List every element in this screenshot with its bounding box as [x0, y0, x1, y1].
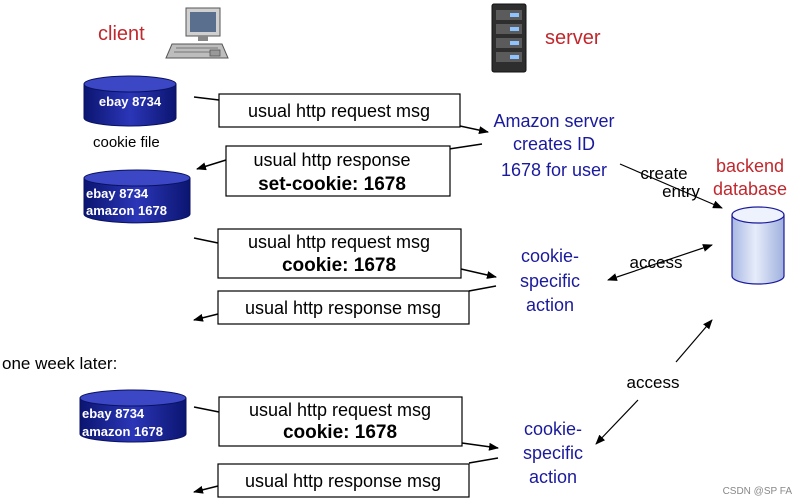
resp1-box: [225, 145, 451, 197]
amazon-note-line2: creates ID: [513, 134, 595, 154]
server-label: server: [545, 27, 601, 49]
req2-text-line1: usual http request msg: [248, 232, 430, 252]
cookie-store-2: ebay 8734 amazon 1678: [83, 169, 191, 224]
req3-arrow: [461, 442, 499, 451]
resp1-text-line2: set-cookie: 1678: [258, 174, 406, 195]
backend-label-line1: backend: [716, 156, 784, 176]
cookie-store-1: ebay 8734: [83, 75, 177, 127]
cookie-store-3-line1: ebay 8734: [82, 406, 145, 421]
req2-arrow-lead: [193, 237, 219, 244]
access1-label: access: [630, 253, 683, 272]
resp2-text: usual http response msg: [245, 298, 441, 318]
access2-arrow-upper: [675, 319, 713, 363]
resp3-arrow-lead: [468, 457, 499, 464]
access2-label: access: [627, 373, 680, 392]
backend-label-line2: database: [713, 179, 787, 199]
watermark-text: CSDN @SP FA: [723, 486, 793, 497]
req2-text-line2: cookie: 1678: [282, 255, 396, 276]
resp1-arrow: [196, 159, 227, 171]
action2-line2: specific: [523, 443, 583, 463]
cookie-store-2-line1: ebay 8734: [86, 186, 149, 201]
create-entry-line1: create: [640, 164, 687, 183]
req3-box: [218, 396, 463, 447]
amazon-note-line1: Amazon server: [493, 111, 614, 131]
cookie-store-3: ebay 8734 amazon 1678: [79, 389, 187, 443]
resp2-arrow-lead: [468, 285, 497, 292]
req1-box: [218, 93, 461, 128]
one-week-later-label: one week later:: [2, 354, 117, 373]
action1-line1: cookie-: [521, 246, 579, 266]
access1-arrow: [607, 244, 713, 281]
cookie-store-3-line2: amazon 1678: [82, 424, 163, 439]
req1-arrow: [193, 96, 220, 101]
req2-arrow: [460, 268, 497, 279]
req1-arrow-tail: [459, 125, 489, 135]
cookie-file-label: cookie file: [93, 134, 160, 151]
resp3-text: usual http response msg: [245, 471, 441, 491]
action2-line3: action: [529, 467, 577, 487]
resp2-box: [217, 290, 470, 325]
req1-text: usual http request msg: [248, 101, 430, 121]
resp3-box: [217, 463, 470, 498]
req3-text-line1: usual http request msg: [249, 400, 431, 420]
req3-arrow-lead: [193, 406, 220, 413]
resp1-arrow-head-line: [448, 143, 483, 150]
req3-text-line2: cookie: 1678: [283, 422, 397, 443]
resp2-arrow: [193, 313, 219, 322]
action1-line2: specific: [520, 271, 580, 291]
access2-arrow-lower: [595, 399, 639, 445]
action2-line1: cookie-: [524, 419, 582, 439]
backend-database-icon: [731, 206, 785, 285]
client-label: client: [98, 23, 145, 45]
req2-box: [217, 228, 462, 279]
resp1-text-line1: usual http response: [253, 150, 410, 170]
client-computer-icon: [165, 7, 229, 59]
resp3-arrow: [193, 485, 219, 494]
action1-line3: action: [526, 295, 574, 315]
amazon-note-line3: 1678 for user: [501, 160, 607, 180]
cookie-store-2-line2: amazon 1678: [86, 203, 167, 218]
create-entry-arrow: [619, 163, 723, 209]
server-icon: [491, 3, 527, 73]
cookie-store-1-line: ebay 8734: [99, 94, 162, 109]
